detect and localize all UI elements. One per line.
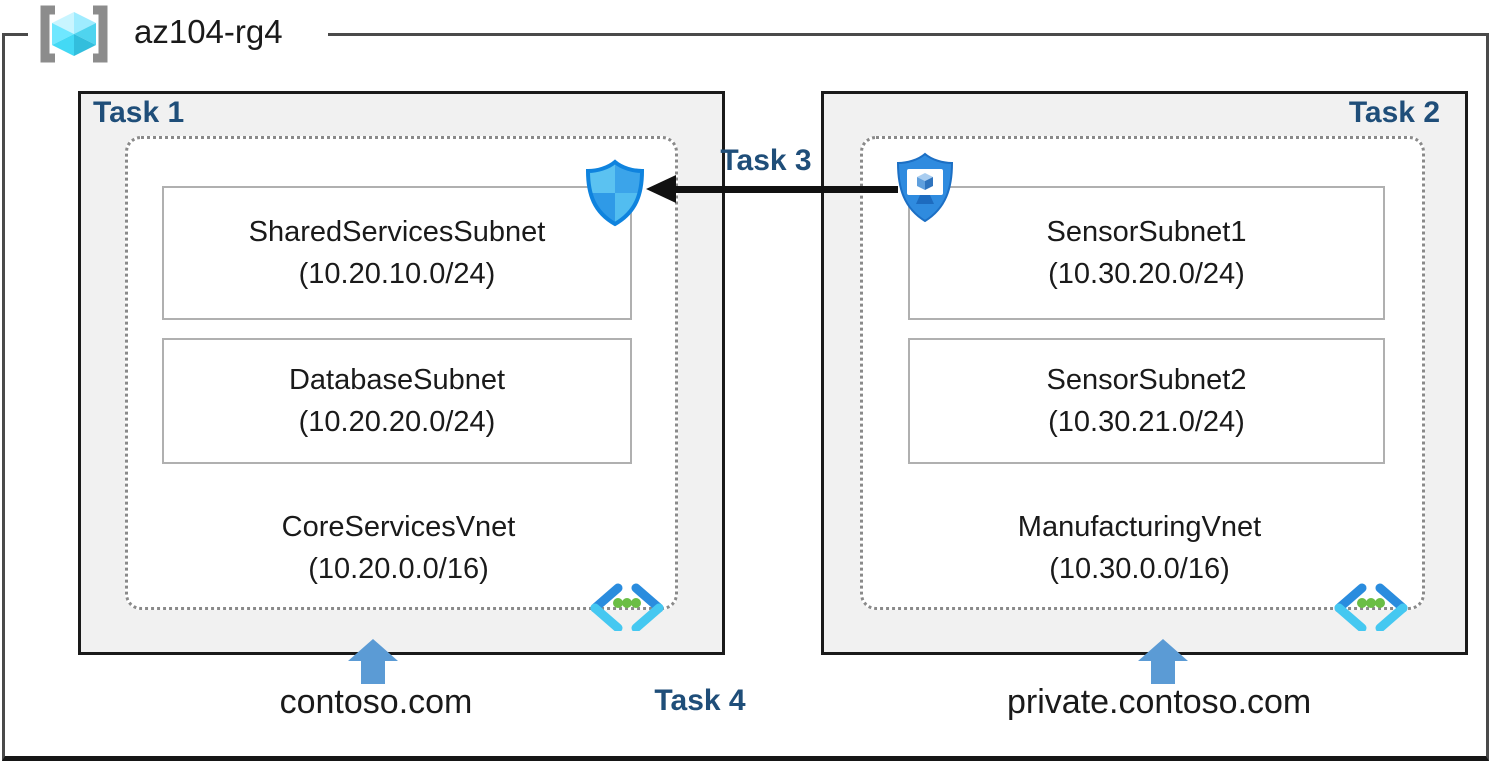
subnet-name: SensorSubnet1 [1046, 216, 1247, 248]
application-security-group-icon [896, 152, 954, 223]
vnet-cidr: (10.30.0.0/16) [1049, 553, 1230, 585]
shared-services-subnet-box: SharedServicesSubnet (10.20.10.0/24) [162, 186, 632, 320]
core-services-vnet-label: CoreServicesVnet (10.20.0.0/16) [125, 506, 672, 590]
resource-group-icon [40, 5, 108, 63]
resource-group-border [2, 33, 1489, 761]
database-subnet-box: DatabaseSubnet (10.20.20.0/24) [162, 338, 632, 464]
asg-to-nsg-arrow-line [672, 186, 898, 193]
sensor-subnet1-box: SensorSubnet1 (10.30.20.0/24) [908, 186, 1385, 320]
vnet-cidr: (10.20.0.0/16) [308, 553, 489, 585]
vnet-name: CoreServicesVnet [281, 511, 516, 543]
resource-group-name: az104-rg4 [134, 13, 283, 50]
subnet-cidr: (10.20.20.0/24) [298, 406, 496, 438]
subnet-cidr: (10.20.10.0/24) [298, 258, 496, 290]
up-arrow-icon [1138, 639, 1188, 684]
contoso-domain-label: contoso.com [279, 683, 473, 721]
private-contoso-domain-label: private.contoso.com [1007, 683, 1312, 721]
subnet-cidr: (10.30.21.0/24) [1048, 406, 1245, 438]
vnet-name: ManufacturingVnet [1017, 511, 1262, 543]
manufacturing-vnet-label: ManufacturingVnet (10.30.0.0/16) [860, 506, 1419, 590]
task2-label: Task 2 [1348, 96, 1440, 129]
asg-to-nsg-arrow-head [646, 175, 676, 203]
task4-label: Task 4 [654, 684, 746, 717]
task1-label: Task 1 [93, 96, 185, 129]
up-arrow-icon [348, 639, 398, 684]
subnet-name: SharedServicesSubnet [248, 216, 546, 248]
task3-label: Task 3 [720, 144, 812, 177]
virtual-network-icon [1334, 583, 1408, 631]
subnet-name: SensorSubnet2 [1046, 364, 1247, 396]
virtual-network-icon [590, 583, 664, 631]
subnet-cidr: (10.30.20.0/24) [1048, 258, 1245, 290]
sensor-subnet2-box: SensorSubnet2 (10.30.21.0/24) [908, 338, 1385, 464]
network-security-group-icon [585, 159, 645, 227]
subnet-name: DatabaseSubnet [288, 364, 506, 396]
